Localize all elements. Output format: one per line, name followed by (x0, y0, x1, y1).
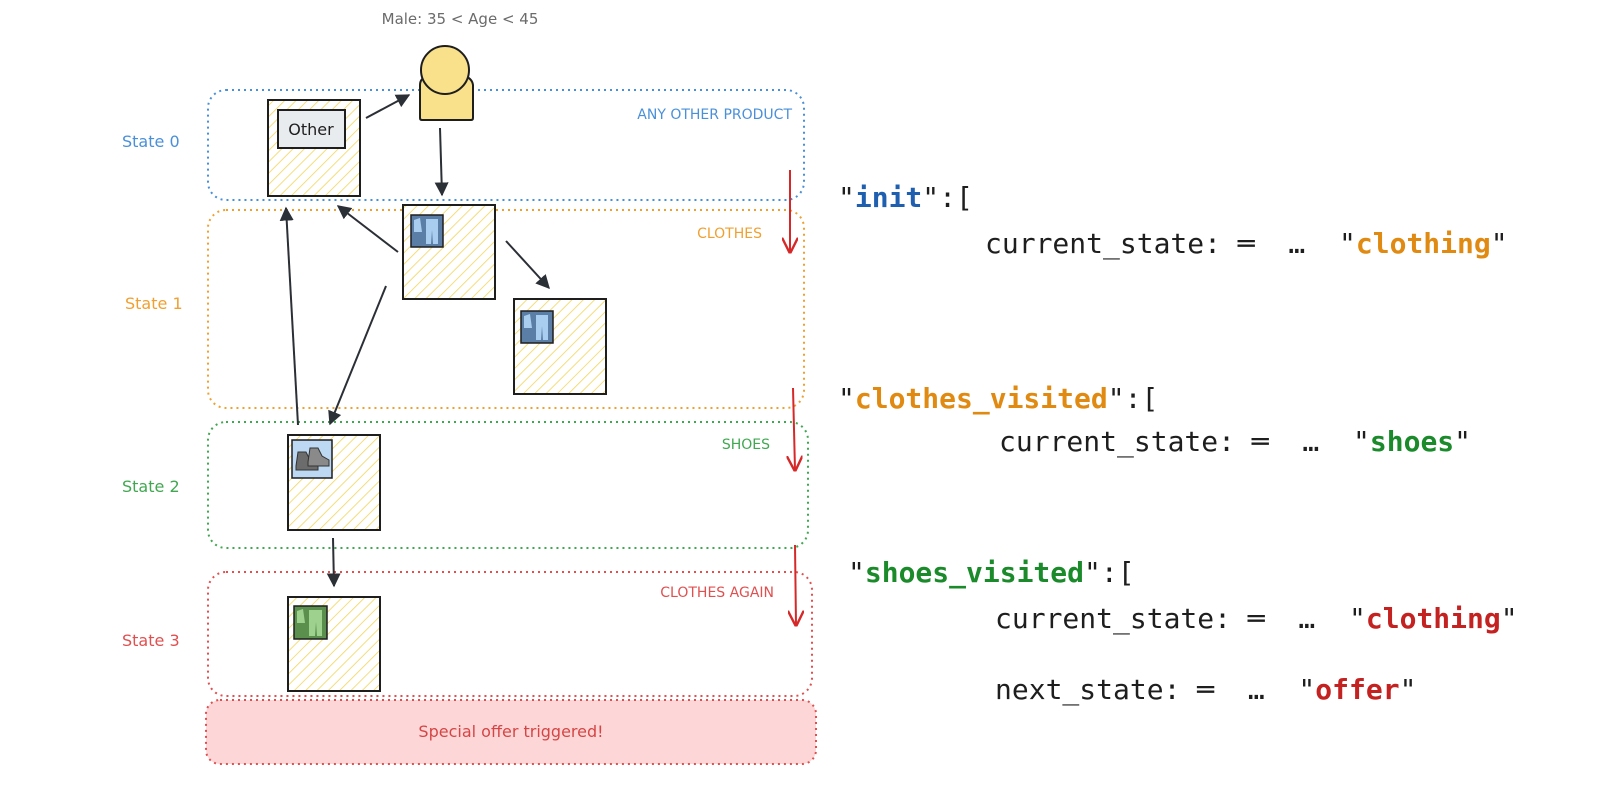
state-2-region-label: SHOES (722, 437, 770, 453)
arrow-shoes-to-other (279, 206, 299, 426)
code-shoes-header: "shoes_visited":[ (848, 556, 1135, 589)
code-init-key: init (854, 181, 923, 214)
code-offer-value: offer (1315, 673, 1400, 706)
red-arrow-3 (795, 544, 796, 625)
state-0-region-label: ANY OTHER PRODUCT (637, 107, 792, 123)
code-clothes-line: current_state: ═ … "shoes" (999, 425, 1472, 458)
person-icon (419, 45, 474, 121)
state-1-region-label: CLOTHES (697, 226, 762, 242)
arrow-clothes-to-clothes (505, 240, 550, 290)
clothes-icon (410, 214, 444, 248)
arrow-clothes-to-other (336, 205, 399, 253)
user-demographic-label: Male: 35 < Age < 45 (382, 10, 539, 28)
code-clothes-header: "clothes_visited":[ (838, 382, 1159, 415)
code-clothes-value: shoes (1369, 425, 1455, 458)
offer-label: Special offer triggered! (418, 722, 603, 741)
state-2-label: State 2 (122, 477, 180, 496)
code-shoes-key: shoes_visited (864, 556, 1085, 589)
state-0-region (207, 89, 805, 201)
state-progress-arrows (790, 170, 796, 625)
state-0-label: State 0 (122, 132, 180, 151)
state-3-region-label: CLOTHES AGAIN (660, 585, 774, 601)
code-init-line: current_state: ═ … "clothing" (985, 227, 1508, 260)
code-shoes-value: clothing (1365, 602, 1501, 635)
product-card-clothes-1[interactable] (402, 204, 496, 300)
clothes-icon (293, 605, 328, 640)
arrow-user-to-clothes (434, 127, 449, 197)
offer-box (205, 699, 817, 765)
state-3-label: State 3 (122, 631, 180, 650)
clothes-icon (520, 310, 554, 344)
arrow-clothes-to-shoes (328, 285, 387, 426)
shoes-icon (291, 439, 333, 479)
product-other-label: Other (288, 120, 334, 139)
product-card-shoes[interactable] (287, 434, 381, 531)
transition-arrows (279, 94, 550, 588)
state-3-region (207, 571, 813, 697)
code-clothes-key: clothes_visited (854, 382, 1108, 415)
code-shoes-line: current_state: ═ … "clothing" (995, 602, 1518, 635)
red-arrow-2 (793, 387, 795, 470)
product-card-clothes-3[interactable] (287, 596, 381, 692)
arrow-shoes-to-clothes (326, 537, 341, 588)
code-init-value: clothing (1355, 227, 1491, 260)
state-1-region (207, 209, 805, 409)
code-shoes-next-line: next_state: ═ … "offer" (995, 673, 1417, 706)
state-2-region (207, 421, 809, 549)
code-init-header: "init":[ (838, 181, 973, 214)
arrow-other-to-user (365, 94, 411, 119)
product-card-clothes-2[interactable] (513, 298, 607, 395)
product-card-other[interactable]: Other (267, 99, 361, 197)
state-1-label: State 1 (125, 294, 183, 313)
